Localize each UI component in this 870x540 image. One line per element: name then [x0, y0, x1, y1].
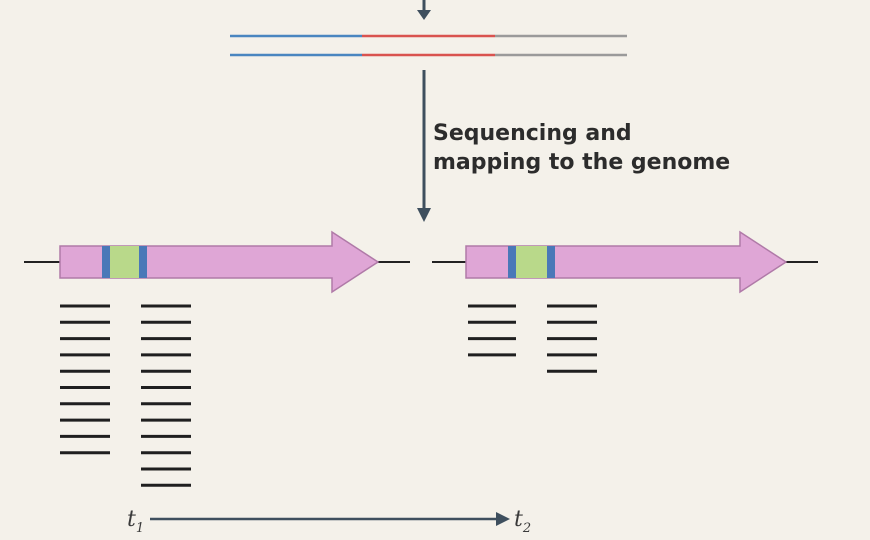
gene-t2-exon-border-left [508, 246, 516, 278]
incoming-arrow [417, 0, 431, 20]
reads-t2-right-stack [547, 304, 597, 373]
gene-t1-exon-border-right [139, 246, 147, 278]
reads-t1-right-stack [141, 304, 191, 487]
time-start-label: t1 [127, 507, 144, 536]
step-label-line1: Sequencing and [433, 121, 632, 146]
time-axis-arrowhead [496, 512, 510, 526]
sequencing-arrow [417, 70, 431, 222]
reads-t1-left-stack [60, 304, 110, 455]
incoming-arrow-head [417, 10, 431, 20]
gene-model-t1 [24, 230, 410, 294]
reads-t2-left-stack [468, 304, 516, 357]
gene-t1-exon [110, 246, 139, 278]
dna-fragment [230, 34, 627, 57]
gene-t2-exon [516, 246, 547, 278]
gene-model-t2 [432, 230, 818, 294]
gene-t1-exon-border-left [102, 246, 110, 278]
sequencing-arrow-head [417, 208, 431, 222]
time-axis: t1 t2 [127, 507, 531, 536]
time-end-label: t2 [514, 507, 531, 536]
step-label-line2: mapping to the genome [433, 150, 730, 175]
gene-t2-exon-border-right [547, 246, 555, 278]
